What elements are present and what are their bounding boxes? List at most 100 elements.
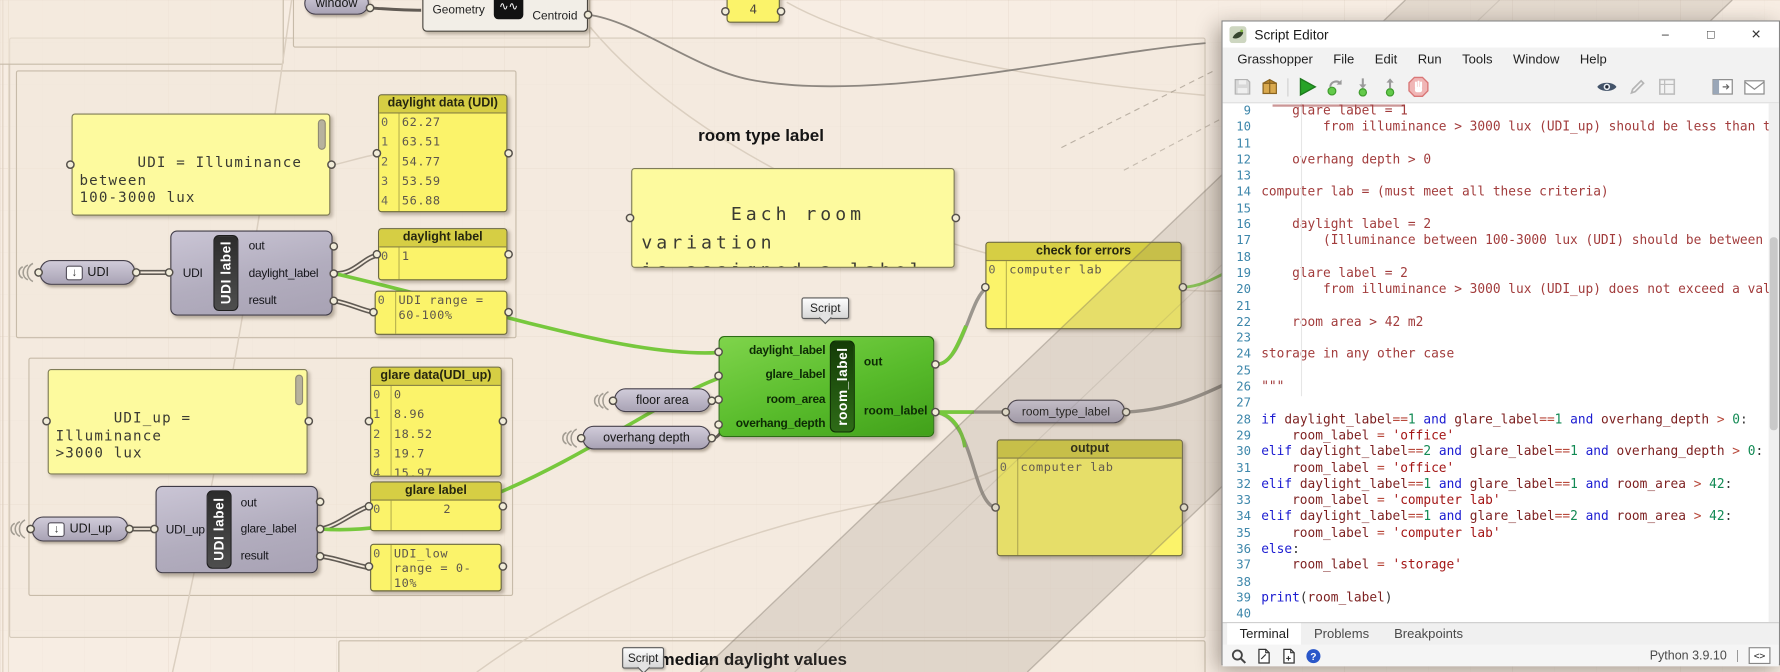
component-name-capsule[interactable]: UDI label <box>206 490 232 569</box>
code-line[interactable]: 25 <box>1223 363 1779 379</box>
code-line[interactable]: 13 <box>1223 168 1779 184</box>
code-line[interactable]: 21 <box>1223 298 1779 314</box>
eye-icon[interactable] <box>1596 79 1618 94</box>
udi-param-capsule[interactable]: ↓ UDI <box>39 259 136 285</box>
udi-up-note-panel[interactable]: UDI_up = Illuminance >3000 lux UDI_up be… <box>47 368 308 475</box>
room-label-script-component[interactable]: daylight_label glare_label room_area ove… <box>718 336 935 438</box>
close-button[interactable]: ✕ <box>1750 28 1762 43</box>
code-line[interactable]: 17 (Illuminance between 100-3000 lux (UD… <box>1223 233 1779 249</box>
help-icon[interactable]: ? <box>1305 648 1321 664</box>
component-name-capsule[interactable]: UDI label <box>213 234 239 312</box>
script-name-capsule[interactable]: room_label <box>829 340 855 433</box>
room-type-label-capsule[interactable]: room_type_label <box>1006 399 1125 424</box>
editor-scrollbar[interactable] <box>1768 103 1779 623</box>
group-top-left[interactable] <box>0 0 284 65</box>
window-param-capsule[interactable]: window <box>304 0 369 15</box>
panel-toggle-icon[interactable] <box>1712 78 1734 95</box>
code-line[interactable]: 11 <box>1223 136 1779 152</box>
code-line[interactable]: 38 <box>1223 574 1779 590</box>
udi-label-component-top[interactable]: UDI UDI label out daylight_label result <box>170 230 333 316</box>
code-line[interactable]: 23 <box>1223 331 1779 347</box>
code-line[interactable]: 15 <box>1223 201 1779 217</box>
room-note-panel[interactable]: Each room variation is assigned a label … <box>631 168 955 268</box>
reset-icon[interactable] <box>1326 77 1345 96</box>
code-line[interactable]: 37 room_label = 'storage' <box>1223 558 1779 574</box>
script-editor-window[interactable]: Script Editor – □ ✕ Grasshopper File Edi… <box>1221 20 1780 667</box>
menu-bar: Grasshopper File Edit Run Tools Window H… <box>1222 47 1779 72</box>
component-output-label: out <box>248 239 265 254</box>
search-icon[interactable] <box>1231 648 1247 664</box>
title-bar[interactable]: Script Editor – □ ✕ <box>1222 21 1779 48</box>
code-line[interactable]: 27 <box>1223 395 1779 411</box>
mini-number-panel[interactable]: 4 <box>726 0 780 23</box>
code-line[interactable]: 10 from illuminance > 3000 lux (UDI_up) … <box>1223 120 1779 136</box>
tab-breakpoints[interactable]: Breakpoints <box>1394 627 1464 641</box>
menu-tools[interactable]: Tools <box>1462 52 1493 67</box>
code-line[interactable]: 35 room_label = 'computer lab' <box>1223 525 1779 541</box>
code-line[interactable]: 31 room_label = 'office' <box>1223 460 1779 476</box>
code-line[interactable]: 20 from illuminance > 3000 lux (UDI_up) … <box>1223 282 1779 298</box>
save-icon[interactable] <box>1233 77 1252 96</box>
code-line[interactable]: 12 overhang depth > 0 <box>1223 152 1779 168</box>
add-file-icon[interactable] <box>1281 648 1297 664</box>
mail-icon[interactable] <box>1744 79 1766 95</box>
geometry-component[interactable]: Geometry ∿∿ Centroid <box>422 0 589 32</box>
script-input-label: glare_label <box>765 367 826 382</box>
scrollbar-thumb[interactable] <box>1769 237 1778 431</box>
new-file-icon[interactable] <box>1256 648 1272 664</box>
menu-help[interactable]: Help <box>1579 52 1607 67</box>
minimize-button[interactable]: – <box>1661 27 1669 42</box>
canvas-edge-line <box>2 0 4 672</box>
maximize-button[interactable]: □ <box>1706 27 1715 42</box>
run-script-icon[interactable] <box>1296 76 1318 98</box>
code-line[interactable]: 16 daylight label = 2 <box>1223 217 1779 233</box>
code-line[interactable]: 29 room_label = 'office' <box>1223 428 1779 444</box>
udi-note-panel[interactable]: UDI = Illuminance between 100-3000 lux U… <box>71 113 331 216</box>
menu-file[interactable]: File <box>1333 52 1355 67</box>
floor-area-capsule[interactable]: floor area <box>614 388 711 413</box>
python-version-label[interactable]: Python 3.9.10 <box>1649 648 1727 663</box>
udi-label-component-bottom[interactable]: UDI_up UDI label out glare_label result <box>155 485 318 574</box>
code-line[interactable]: 33 room_label = 'computer lab' <box>1223 493 1779 509</box>
line-number: 40 <box>1236 606 1251 622</box>
code-badge-icon[interactable]: <> <box>1748 647 1771 665</box>
code-line[interactable]: 22 room area > 42 m2 <box>1223 314 1779 330</box>
menu-grasshopper[interactable]: Grasshopper <box>1237 52 1313 67</box>
menu-edit[interactable]: Edit <box>1374 52 1398 67</box>
code-line[interactable]: 18 <box>1223 249 1779 265</box>
code-line[interactable]: 19 glare label = 2 <box>1223 266 1779 282</box>
code-line[interactable]: 40 <box>1223 606 1779 622</box>
step-out-icon[interactable] <box>1380 77 1399 97</box>
package-icon[interactable] <box>1260 77 1279 96</box>
code-line[interactable]: 26""" <box>1223 379 1779 395</box>
menu-run[interactable]: Run <box>1417 52 1442 67</box>
tab-problems[interactable]: Problems <box>1313 627 1370 641</box>
udi-up-param-capsule[interactable]: ↓ UDI_up <box>31 516 129 542</box>
overhang-depth-capsule[interactable]: overhang depth <box>582 425 711 450</box>
menu-window[interactable]: Window <box>1513 52 1560 67</box>
grid-icon[interactable] <box>1657 77 1676 96</box>
format-pencil-icon[interactable] <box>1628 77 1647 96</box>
note-scrollbar[interactable] <box>317 119 326 150</box>
note-scrollbar[interactable] <box>295 374 304 406</box>
step-into-icon[interactable] <box>1353 77 1372 97</box>
tab-terminal[interactable]: Terminal <box>1227 623 1302 645</box>
break-stop-icon[interactable] <box>1408 76 1430 98</box>
